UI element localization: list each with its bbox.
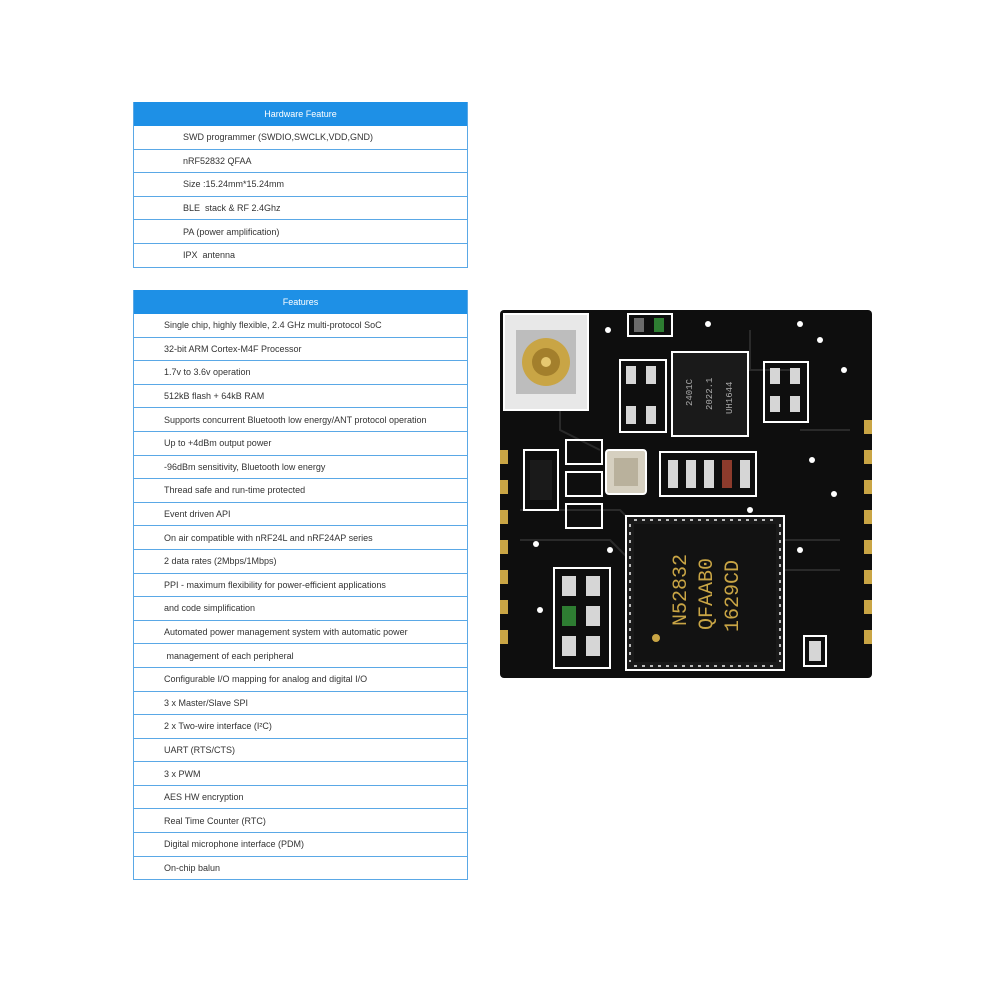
small-chip-line-1: 2401C bbox=[685, 378, 695, 406]
hardware-row: nRF52832 QFAA bbox=[134, 150, 467, 174]
hardware-row: PA (power amplification) bbox=[134, 220, 467, 244]
main-chip-line-1: N52832 bbox=[670, 554, 693, 626]
feature-row: 512kB flash + 64kB RAM bbox=[134, 385, 467, 409]
feature-row: UART (RTS/CTS) bbox=[134, 739, 467, 763]
main-chip-line-3: 1629CD bbox=[722, 560, 745, 632]
hardware-feature-table: Hardware Feature SWD programmer (SWDIO,S… bbox=[133, 102, 468, 268]
feature-row: 3 x Master/Slave SPI bbox=[134, 692, 467, 716]
feature-row: and code simplification bbox=[134, 597, 467, 621]
small-chip: 2401C 2022.1 UH1644 bbox=[671, 351, 749, 437]
crystal bbox=[605, 449, 647, 495]
hardware-row: IPX antenna bbox=[134, 244, 467, 268]
hardware-row: SWD programmer (SWDIO,SWCLK,VDD,GND) bbox=[134, 126, 467, 150]
feature-row: 32-bit ARM Cortex-M4F Processor bbox=[134, 338, 467, 362]
feature-row: management of each peripheral bbox=[134, 644, 467, 668]
small-chip-line-2: 2022.1 bbox=[705, 378, 715, 410]
features-table: Features Single chip, highly flexible, 2… bbox=[133, 290, 468, 881]
feature-row: On-chip balun bbox=[134, 857, 467, 881]
feature-row: Supports concurrent Bluetooth low energy… bbox=[134, 408, 467, 432]
hardware-feature-title: Hardware Feature bbox=[134, 102, 467, 126]
edge-pads bbox=[500, 420, 872, 644]
feature-row: PPI - maximum flexibility for power-effi… bbox=[134, 574, 467, 598]
feature-row: Automated power management system with a… bbox=[134, 621, 467, 645]
feature-row: On air compatible with nRF24L and nRF24A… bbox=[134, 526, 467, 550]
nrf52832-module-image: 2401C 2022.1 UH1644 bbox=[500, 310, 872, 678]
feature-row: 2 data rates (2Mbps/1Mbps) bbox=[134, 550, 467, 574]
main-chip: N52832 QFAAB0 1629CD bbox=[625, 515, 785, 671]
main-chip-line-2: QFAAB0 bbox=[696, 558, 719, 630]
vias bbox=[533, 321, 847, 613]
hardware-row: Size :15.24mm*15.24mm bbox=[134, 173, 467, 197]
feature-row: Thread safe and run-time protected bbox=[134, 479, 467, 503]
feature-row: -96dBm sensitivity, Bluetooth low energy bbox=[134, 456, 467, 480]
feature-row: 3 x PWM bbox=[134, 762, 467, 786]
feature-row: Configurable I/O mapping for analog and … bbox=[134, 668, 467, 692]
feature-row: 2 x Two-wire interface (I²C) bbox=[134, 715, 467, 739]
ipx-antenna-connector bbox=[503, 313, 589, 411]
feature-row: 1.7v to 3.6v operation bbox=[134, 361, 467, 385]
feature-row: AES HW encryption bbox=[134, 786, 467, 810]
feature-row: Digital microphone interface (PDM) bbox=[134, 833, 467, 857]
small-chip-line-3: UH1644 bbox=[725, 382, 735, 414]
smd-components bbox=[523, 313, 827, 669]
feature-row: Single chip, highly flexible, 2.4 GHz mu… bbox=[134, 314, 467, 338]
feature-row: Event driven API bbox=[134, 503, 467, 527]
feature-row: Up to +4dBm output power bbox=[134, 432, 467, 456]
feature-row: Real Time Counter (RTC) bbox=[134, 809, 467, 834]
features-title: Features bbox=[134, 290, 467, 314]
hardware-row: BLE stack & RF 2.4Ghz bbox=[134, 197, 467, 221]
